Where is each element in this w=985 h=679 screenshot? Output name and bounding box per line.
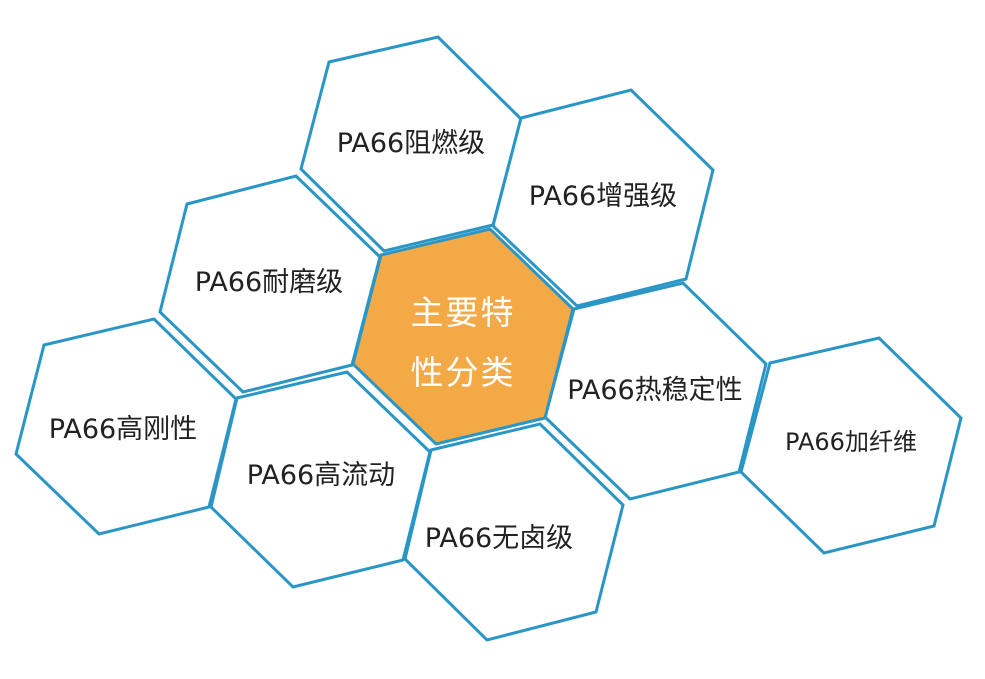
hex-heat-stable: PA66热稳定性 [543, 281, 768, 501]
hex-label-flame-retardant: PA66阻燃级 [337, 128, 485, 159]
hex-outline [403, 422, 625, 642]
hex-center: 主要特 性分类 [351, 227, 575, 446]
hex-label-reinforced: PA66增强级 [529, 181, 677, 212]
hex-high-flow: PA66高流动 [209, 370, 432, 589]
hex-label-halogen-free: PA66无卤级 [425, 523, 573, 554]
hex-label-high-rigidity: PA66高刚性 [49, 414, 197, 445]
hex-label-heat-stable: PA66热稳定性 [567, 375, 742, 406]
hex-outline [14, 317, 238, 536]
hex-high-rigidity: PA66高刚性 [14, 317, 238, 536]
center-hex-shape [351, 227, 575, 446]
hex-label-fiber-filled: PA66加纤维 [785, 428, 917, 456]
hex-outline [209, 370, 432, 589]
hex-outline [491, 88, 715, 308]
center-label-line2: 性分类 [411, 353, 516, 392]
hex-fiber-filled: PA66加纤维 [739, 336, 963, 555]
hex-outline [739, 336, 963, 555]
hex-label-wear-resistant: PA66耐磨级 [195, 267, 343, 298]
hex-reinforced: PA66增强级 [491, 88, 715, 308]
hex-halogen-free: PA66无卤级 [403, 422, 625, 642]
hex-label-high-flow: PA66高流动 [247, 460, 395, 491]
center-label-line1: 主要特 [411, 293, 516, 332]
